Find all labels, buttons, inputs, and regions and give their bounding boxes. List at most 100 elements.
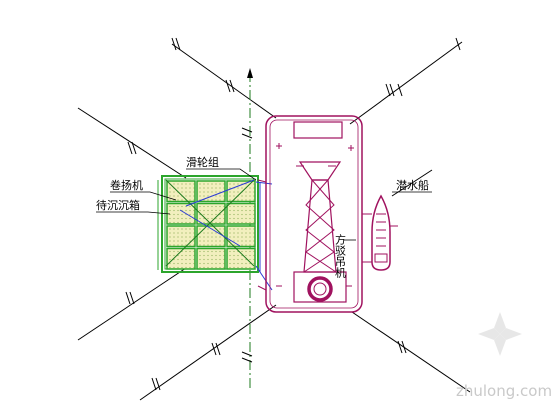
cell-texture-dot (233, 262, 235, 265)
axis-arrowhead (247, 68, 253, 78)
cell-texture-dot (173, 262, 175, 265)
cell-texture-dot (173, 240, 175, 242)
cell-texture-dot (211, 213, 213, 216)
cell-texture-dot (207, 240, 209, 242)
cell-texture-dot (181, 205, 183, 208)
cell-texture-dot (185, 258, 187, 261)
cell-texture-dot (193, 209, 195, 212)
crane-base (293, 271, 347, 303)
cell-texture-dot (237, 213, 239, 216)
cell-texture-dot (185, 195, 187, 197)
label-winch: 卷扬机 (110, 178, 143, 192)
cell-texture-dot (219, 254, 221, 257)
cell-texture-dot (237, 228, 239, 230)
cell-texture-dot (223, 244, 225, 246)
cell-texture-dot (233, 232, 235, 234)
cell-texture-dot (193, 250, 195, 253)
cell-texture-dot (249, 195, 251, 197)
cell-texture-dot (207, 191, 209, 193)
cell-texture-dot (219, 195, 221, 197)
cell-texture-dot (173, 209, 175, 212)
cell-texture-dot (203, 187, 205, 189)
cell-texture-dot (249, 209, 251, 212)
cell-texture-dot (215, 244, 217, 246)
cell-texture-dot (177, 262, 179, 265)
cell-texture-dot (229, 195, 231, 197)
cell-texture-dot (199, 266, 201, 269)
cell-texture-dot (245, 262, 247, 265)
cell-texture-dot (199, 205, 201, 208)
cell-texture-dot (245, 258, 247, 261)
cell-texture-dot (193, 258, 195, 261)
cell-texture-dot (219, 262, 221, 265)
cell-texture-dot (215, 254, 217, 257)
cell-texture-dot (169, 209, 171, 212)
cell-texture-dot (181, 266, 183, 269)
cell-texture-dot (237, 254, 239, 257)
cell-texture-dot (203, 232, 205, 234)
cell-texture-dot (249, 262, 251, 265)
cell-texture-dot (253, 262, 255, 265)
cell-texture-dot (169, 187, 171, 189)
cell-texture-dot (233, 244, 235, 246)
cell-texture-dot (233, 205, 235, 208)
cell-texture-dot (237, 258, 239, 261)
cell-texture-dot (249, 236, 251, 238)
cell-texture-dot (185, 191, 187, 193)
cell-texture-dot (249, 228, 251, 230)
cell-texture-dot (229, 236, 231, 238)
cell-texture-dot (219, 199, 221, 201)
cell-texture-dot (241, 187, 243, 189)
cell-texture-dot (173, 232, 175, 234)
cell-texture-dot (181, 213, 183, 216)
cell-texture-dot (181, 217, 183, 220)
cell-texture-dot (177, 209, 179, 212)
cell-texture-dot (199, 195, 201, 197)
cell-texture-dot (241, 195, 243, 197)
cell-texture-dot (241, 266, 243, 269)
cell-texture-dot (237, 240, 239, 242)
cell-texture-dot (211, 221, 213, 224)
caisson-outline (161, 175, 259, 273)
cell-texture-dot (229, 205, 231, 208)
cell-texture-dot (169, 266, 171, 269)
cell-texture-dot (169, 254, 171, 257)
cell-texture-dot (253, 205, 255, 208)
cell-texture-dot (211, 236, 213, 238)
cell-texture-dot (173, 236, 175, 238)
cell-texture-dot (223, 187, 225, 189)
cell-texture-dot (211, 232, 213, 234)
cell-texture-dot (211, 183, 213, 185)
mooring-lines (77, 41, 471, 401)
cell-texture-dot (249, 266, 251, 269)
cell-texture-dot (237, 199, 239, 201)
cell-texture-dot (229, 187, 231, 189)
cell-texture-dot (219, 228, 221, 230)
cell-texture-dot (189, 244, 191, 246)
cell-texture-dot (203, 258, 205, 261)
cell-texture-dot (233, 266, 235, 269)
cell-texture-dot (233, 191, 235, 193)
cell-texture-dot (207, 244, 209, 246)
cell-texture-dot (211, 217, 213, 220)
cell-texture-dot (189, 232, 191, 234)
cell-texture-dot (241, 240, 243, 242)
cell-texture-dot (253, 213, 255, 216)
cell-texture-dot (203, 250, 205, 253)
cell-texture-dot (173, 254, 175, 257)
cell-texture-dot (181, 183, 183, 185)
cell-texture-dot (237, 221, 239, 224)
cell-texture-dot (203, 236, 205, 238)
cell-texture-dot (173, 244, 175, 246)
cell-texture-dot (193, 254, 195, 257)
cell-texture-dot (173, 183, 175, 185)
cell-texture-dot (189, 236, 191, 238)
cell-texture-dot (177, 232, 179, 234)
cell-texture-dot (211, 199, 213, 201)
cell-texture-dot (215, 232, 217, 234)
cell-texture-dot (207, 217, 209, 220)
cell-texture-dot (241, 236, 243, 238)
cell-texture-dot (219, 187, 221, 189)
watermark-text: zhulong.com (456, 382, 552, 400)
cell-texture-dot (177, 217, 179, 220)
